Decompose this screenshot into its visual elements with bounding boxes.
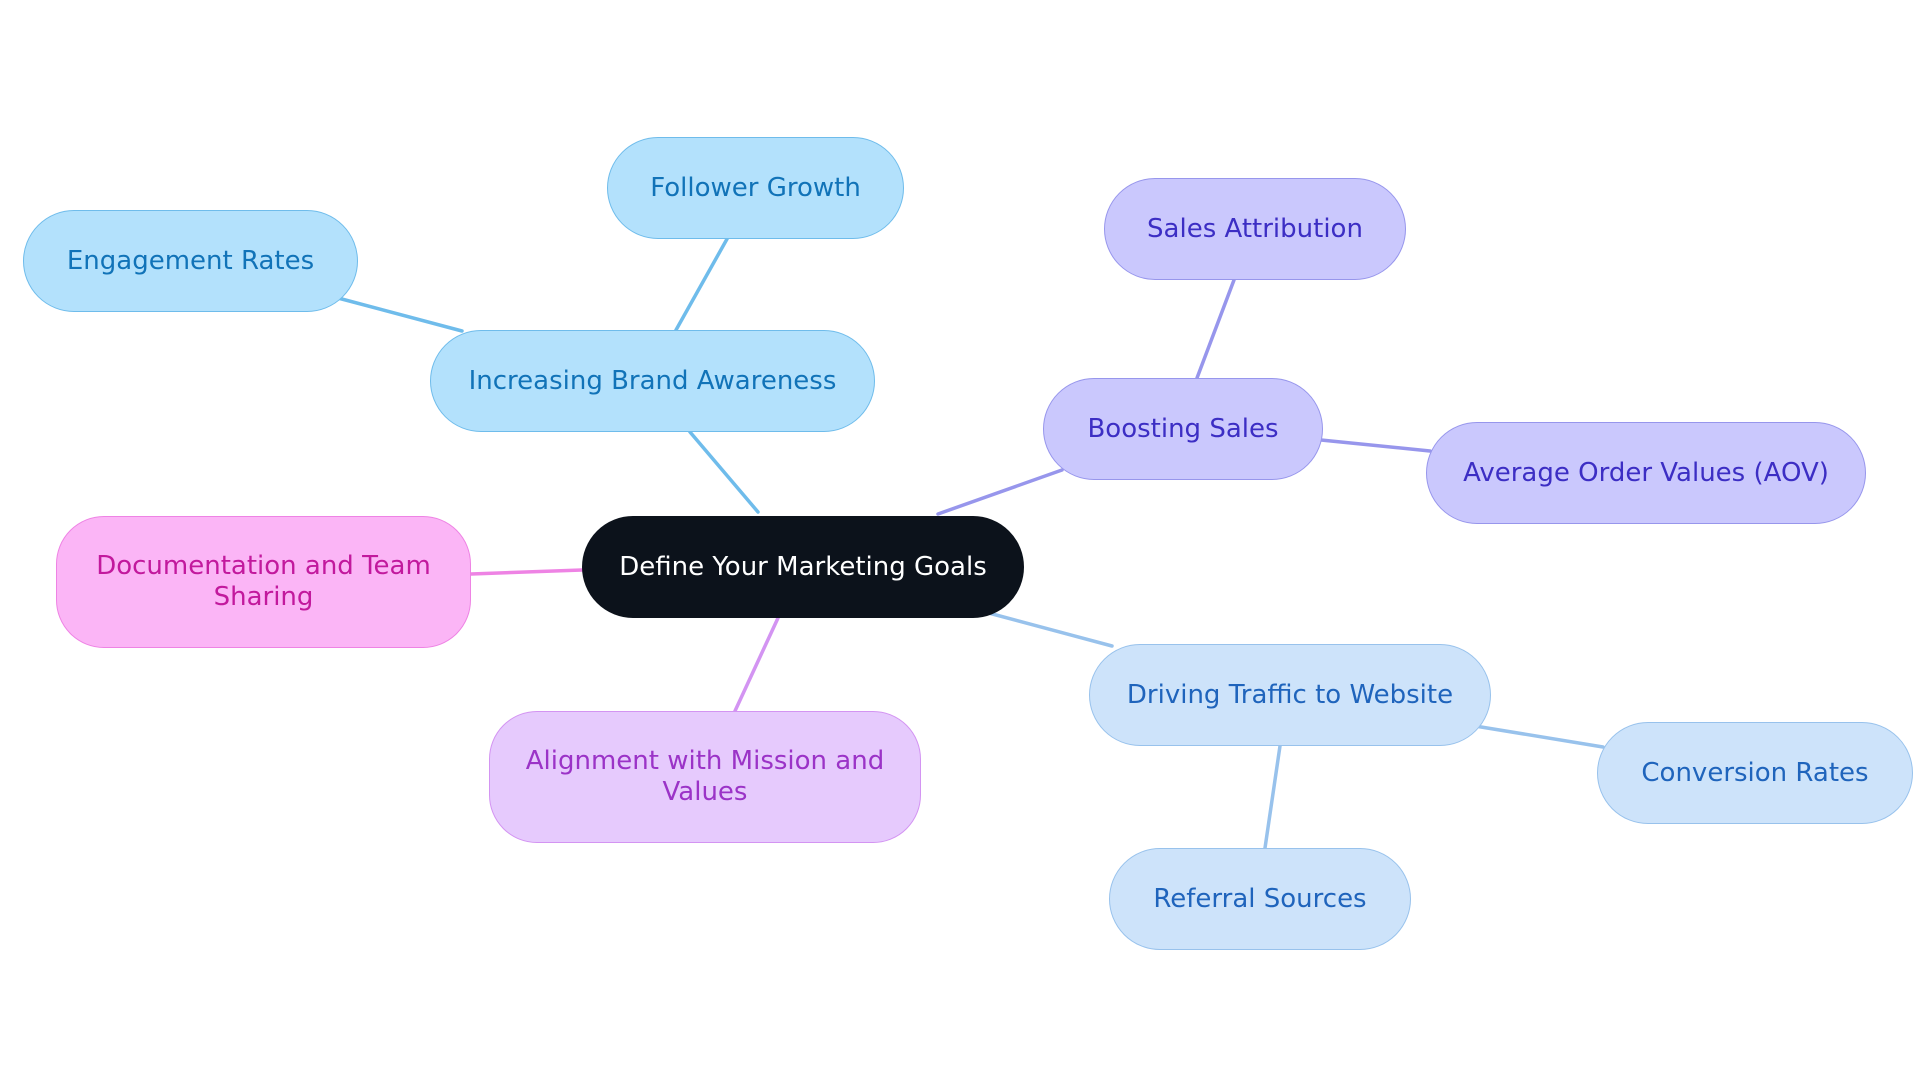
node-label: Documentation and Team Sharing xyxy=(96,551,431,612)
node-average-order-values[interactable]: Average Order Values (AOV) xyxy=(1426,422,1866,524)
node-label: Driving Traffic to Website xyxy=(1126,679,1454,710)
edge-traffic-conv xyxy=(1473,724,1605,749)
node-label: Boosting Sales xyxy=(1087,413,1279,444)
node-referral-sources[interactable]: Referral Sources xyxy=(1109,848,1411,950)
root-node[interactable]: Define Your Marketing Goals xyxy=(582,516,1024,618)
edge-sales-aov xyxy=(1319,438,1432,453)
node-label: Alignment with Mission and Values xyxy=(525,746,885,807)
node-label: Average Order Values (AOV) xyxy=(1463,457,1829,488)
root-node-label: Define Your Marketing Goals xyxy=(619,551,987,582)
node-alignment-mission-values[interactable]: Alignment with Mission and Values xyxy=(489,711,921,843)
node-follower-growth[interactable]: Follower Growth xyxy=(607,137,904,239)
node-label: Conversion Rates xyxy=(1641,757,1869,788)
node-conversion-rates[interactable]: Conversion Rates xyxy=(1597,722,1913,824)
edge-root-sales xyxy=(936,468,1064,516)
node-sales-attribution[interactable]: Sales Attribution xyxy=(1104,178,1406,280)
node-label: Engagement Rates xyxy=(66,245,315,276)
edge-root-doc xyxy=(469,568,584,576)
edge-brand-follow xyxy=(674,237,729,332)
node-boosting-sales[interactable]: Boosting Sales xyxy=(1043,378,1323,480)
node-increasing-brand-awareness[interactable]: Increasing Brand Awareness xyxy=(430,330,875,432)
edge-root-align xyxy=(733,616,780,713)
node-label: Follower Growth xyxy=(650,172,861,203)
edge-root-traffic xyxy=(983,610,1114,648)
edge-brand-engage xyxy=(336,296,464,333)
node-label: Sales Attribution xyxy=(1147,213,1363,244)
node-label: Increasing Brand Awareness xyxy=(468,365,837,396)
edge-root-brand xyxy=(688,430,760,514)
node-engagement-rates[interactable]: Engagement Rates xyxy=(23,210,358,312)
edge-sales-attr xyxy=(1195,278,1236,380)
node-documentation-team-sharing[interactable]: Documentation and Team Sharing xyxy=(56,516,471,648)
node-driving-traffic[interactable]: Driving Traffic to Website xyxy=(1089,644,1491,746)
node-label: Referral Sources xyxy=(1153,883,1367,914)
edge-traffic-referral xyxy=(1263,744,1282,850)
